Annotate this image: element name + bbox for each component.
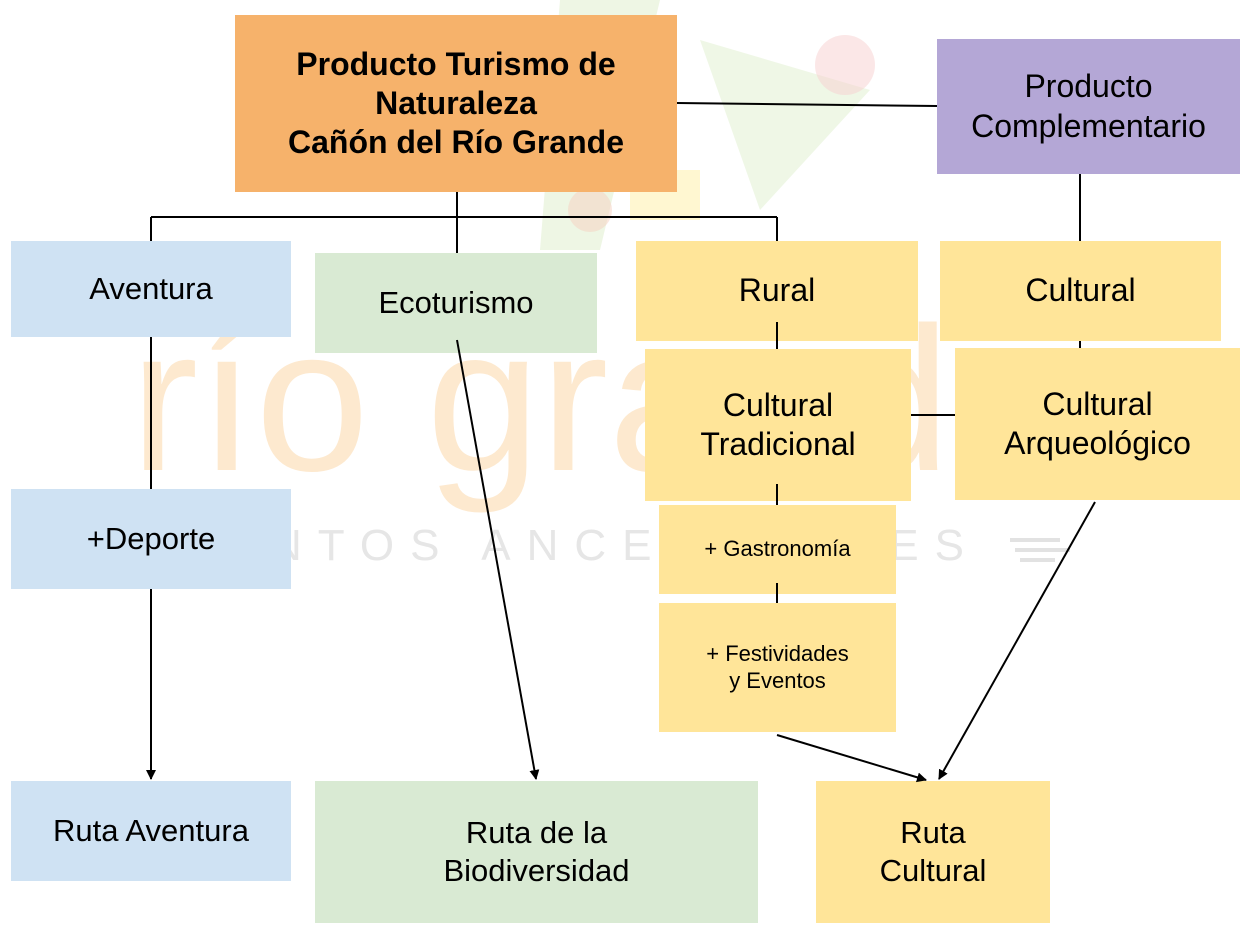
cultural-arqueologico-box: Cultural Arqueológico <box>955 348 1240 500</box>
arrow-arqueologico-ruta-cultural <box>938 501 1096 780</box>
arrow-ecoturismo-biodiversidad <box>456 339 540 780</box>
complementary-product-box: Producto Complementario <box>937 39 1240 174</box>
main-product-box: Producto Turismo de Naturaleza Cañón del… <box>235 15 677 192</box>
cultural-tradicional-box: Cultural Tradicional <box>645 349 911 501</box>
watermark-wind-icon <box>1010 538 1070 562</box>
festividades-box: + Festividades y Eventos <box>659 603 896 732</box>
ruta-cultural-box: Ruta Cultural <box>816 781 1050 923</box>
deporte-box: +Deporte <box>11 489 291 589</box>
ruta-biodiversidad-box: Ruta de la Biodiversidad <box>315 781 758 923</box>
connector-main-complementary <box>676 102 938 107</box>
ruta-aventura-box: Ruta Aventura <box>11 781 291 881</box>
gastronomia-box: + Gastronomía <box>659 505 896 594</box>
ecoturismo-box: Ecoturismo <box>315 253 597 353</box>
arrow-festividades-ruta-cultural <box>776 734 927 783</box>
aventura-box: Aventura <box>11 241 291 337</box>
cultural-box: Cultural <box>940 241 1221 341</box>
